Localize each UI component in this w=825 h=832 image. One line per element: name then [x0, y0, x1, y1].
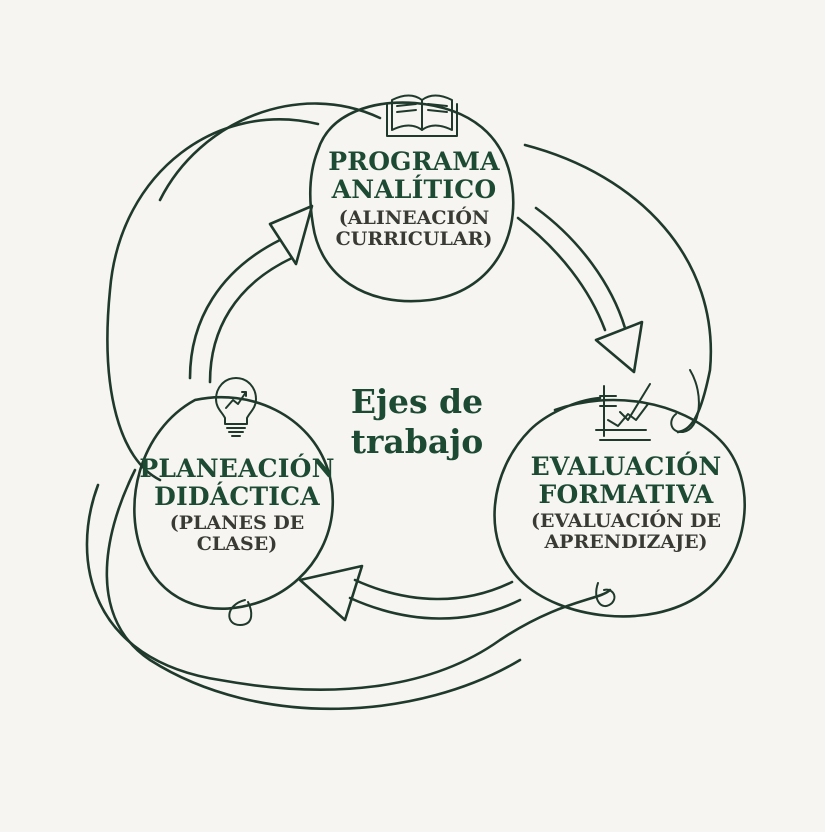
evaluacion-title-line1: EVALUACIÓN [530, 452, 722, 481]
node-evaluacion-formativa: EVALUACIÓN FORMATIVA (EVALUACIÓN DE APRE… [510, 453, 742, 554]
open-book-icon [386, 94, 458, 137]
center-label: Ejes de trabajo [322, 382, 512, 461]
outer-loop-top [158, 102, 382, 202]
programa-circle [308, 101, 515, 303]
outer-loop-right-tail [670, 369, 700, 434]
planeacion-subtitle-line2: CLASE) [196, 533, 278, 556]
lightbulb-icon [215, 377, 257, 437]
evaluacion-subtitle-line1: (EVALUACIÓN DE [530, 510, 722, 532]
outer-loop-bottom-2 [105, 468, 522, 711]
programa-subtitle-line1: (ALINEACIÓN [338, 207, 490, 229]
planeacion-loop-tail [228, 599, 253, 626]
node-programa-analitico: PROGRAMA ANALÍTICO (ALINEACIÓN CURRICULA… [318, 148, 510, 251]
programa-title-line1: PROGRAMA [328, 147, 500, 176]
evaluacion-circle [493, 396, 746, 618]
programa-subtitle-line2: CURRICULAR) [335, 228, 493, 251]
center-label-line1: Ejes de [350, 382, 484, 421]
arrowhead-planeacion [298, 564, 364, 622]
node-planeacion-didactica: PLANEACIÓN DIDÁCTICA (PLANES DE CLASE) [136, 455, 338, 556]
arrowhead-evaluacion [594, 320, 644, 374]
evaluacion-subtitle-line2: APRENDIZAJE) [544, 531, 708, 554]
arrow-planeacion-to-programa [188, 238, 294, 384]
center-label-line2: trabajo [350, 421, 484, 461]
arrow-programa-to-evaluacion [516, 206, 627, 332]
programa-title-line2: ANALÍTICO [331, 175, 497, 204]
planeacion-subtitle-line1: (PLANES DE [169, 512, 305, 534]
evaluacion-title-line2: FORMATIVA [538, 480, 714, 509]
planeacion-circle [133, 395, 335, 610]
evaluacion-loop-tail [595, 582, 616, 608]
outer-loop-left [106, 118, 320, 482]
checklist-chart-icon [595, 383, 651, 441]
planeacion-title-line2: DIDÁCTICA [154, 482, 320, 511]
planeacion-title-line1: PLANEACIÓN [139, 454, 335, 483]
outer-loop-right [523, 143, 713, 434]
arrow-evaluacion-to-planeacion [348, 578, 522, 620]
outer-loop-bottom [85, 483, 612, 691]
arrowhead-programa [268, 204, 314, 266]
